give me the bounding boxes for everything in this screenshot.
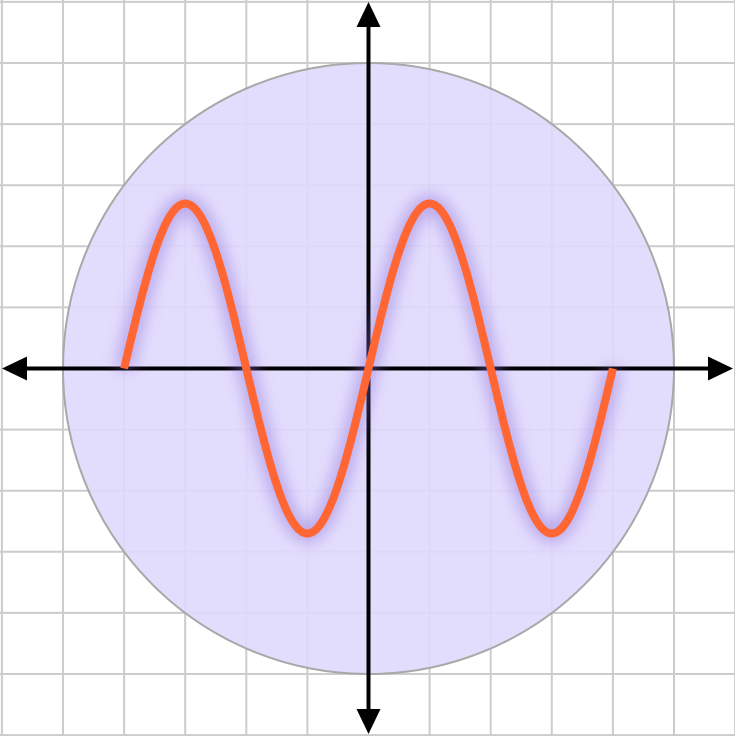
x-axis-arrow-right [708,356,733,381]
y-axis-arrow-up [356,2,381,27]
y-axis-arrow-down [356,709,381,734]
sine-curve [120,199,617,538]
x-axis-arrow-left [2,356,27,381]
